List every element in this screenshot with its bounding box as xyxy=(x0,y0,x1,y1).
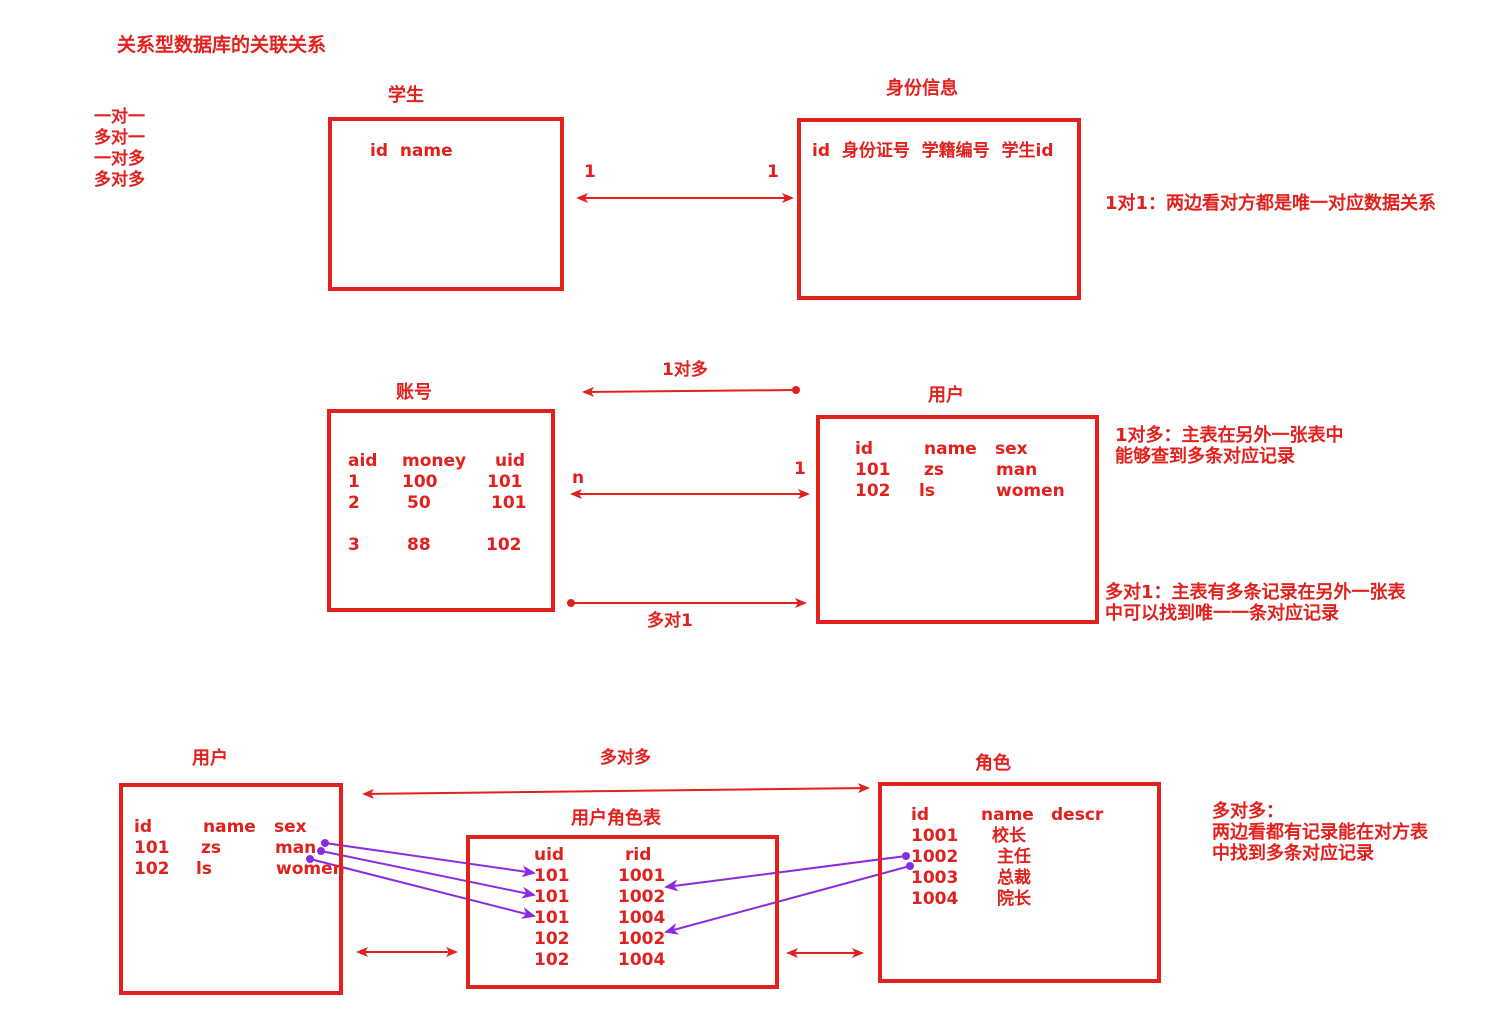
role-cell: 1002 xyxy=(911,847,959,867)
identity-table xyxy=(797,118,1081,300)
one-cardinality: 1 xyxy=(794,459,806,479)
one-to-one-right-cardinality: 1 xyxy=(767,162,779,182)
role-cell: 总裁 xyxy=(997,868,1031,888)
user-cell: 101 xyxy=(855,460,891,480)
account-cell: 101 xyxy=(487,472,523,492)
account-cell: 2 xyxy=(348,493,360,513)
type-one-to-one: 一对一 xyxy=(94,107,145,127)
user-role-header-rid: rid xyxy=(625,845,652,865)
mm-user-cell: man xyxy=(275,838,317,858)
student-table-fields: id name xyxy=(370,141,453,161)
one-to-many-label: 1对多 xyxy=(662,360,708,380)
account-cell: 101 xyxy=(491,493,527,513)
type-one-to-many: 一对多 xyxy=(94,149,145,169)
mm-user-cell: women xyxy=(276,859,345,879)
user-cell: man xyxy=(996,460,1038,480)
mm-user-cell: zs xyxy=(201,838,222,858)
n-cardinality: n xyxy=(572,468,585,488)
role-header-descr: descr xyxy=(1051,805,1104,825)
many-to-many-note-line-3: 中找到多条对应记录 xyxy=(1212,843,1374,864)
role-header-id: id xyxy=(911,805,929,825)
account-cell: 3 xyxy=(348,535,360,555)
account-cell: 1 xyxy=(348,472,360,492)
many-to-many-note-line-1: 多对多： xyxy=(1212,801,1284,822)
user-role-cell: 1004 xyxy=(618,950,666,970)
user-role-header-uid: uid xyxy=(534,845,565,865)
role-cell: 1001 xyxy=(911,826,959,846)
many-to-many-arrow xyxy=(362,783,870,799)
many-to-one-note-line-1: 多对1：主表有多条记录在另外一张表 xyxy=(1105,582,1406,603)
one-to-one-note: 1对1：两边看对方都是唯一对应数据关系 xyxy=(1105,193,1437,214)
role-cell: 校长 xyxy=(992,826,1026,846)
mm-user-cell: 101 xyxy=(134,838,170,858)
role-cell: 1003 xyxy=(911,868,959,888)
one-to-many-note-line-2: 能够查到多条对应记录 xyxy=(1115,446,1295,467)
account-table xyxy=(327,409,555,612)
user-table-title: 用户 xyxy=(928,385,964,406)
user-role-cell: 101 xyxy=(534,908,570,928)
role-cell: 院长 xyxy=(997,889,1031,909)
user-role-cell: 1004 xyxy=(618,908,666,928)
account-header-aid: aid xyxy=(348,451,378,471)
user-header-sex: sex xyxy=(995,439,1028,459)
account-header-uid: uid xyxy=(495,451,526,471)
user-role-cell: 1002 xyxy=(618,887,666,907)
type-many-to-many: 多对多 xyxy=(94,170,145,190)
user-to-join-links xyxy=(306,839,536,919)
user-role-cell: 101 xyxy=(534,866,570,886)
mm-user-header-name: name xyxy=(203,817,256,837)
role-to-join-links xyxy=(664,852,914,935)
role-header-name: name xyxy=(981,805,1034,825)
account-cell: 102 xyxy=(486,535,522,555)
user-role-cell: 102 xyxy=(534,929,570,949)
mm-user-table xyxy=(119,783,343,995)
role-cell: 1004 xyxy=(911,889,959,909)
user-header-name: name xyxy=(924,439,977,459)
one-to-many-arrow xyxy=(582,386,797,397)
user-header-id: id xyxy=(855,439,873,459)
many-to-many-note-line-2: 两边看都有记录能在对方表 xyxy=(1212,822,1428,843)
type-many-to-one: 多对一 xyxy=(94,128,145,148)
user-role-cell: 102 xyxy=(534,950,570,970)
identity-table-fields: id 身份证号 学籍编号 学生id xyxy=(812,141,1054,161)
identity-table-title: 身份信息 xyxy=(886,78,958,99)
many-to-one-label: 多对1 xyxy=(647,611,693,631)
mm-user-cell: 102 xyxy=(134,859,170,879)
account-cell: 88 xyxy=(407,535,431,555)
account-header-money: money xyxy=(402,451,467,471)
one-to-many-arrow-dot xyxy=(792,386,800,394)
user-cell: women xyxy=(996,481,1065,501)
role-table-title: 角色 xyxy=(975,753,1011,774)
user-cell: zs xyxy=(924,460,945,480)
many-to-one-note-line-2: 中可以找到唯一一条对应记录 xyxy=(1105,603,1339,624)
mm-user-header-sex: sex xyxy=(274,817,307,837)
user-role-table-title: 用户角色表 xyxy=(571,808,661,829)
user-role-cell: 1002 xyxy=(618,929,666,949)
many-to-one-arrow-dot xyxy=(567,599,575,607)
user-cell: 102 xyxy=(855,481,891,501)
student-table xyxy=(328,117,564,291)
user-cell: ls xyxy=(919,481,935,501)
mm-user-table-title: 用户 xyxy=(192,748,228,769)
role-cell: 主任 xyxy=(997,847,1031,867)
student-table-title: 学生 xyxy=(388,85,424,106)
user-role-cell: 1001 xyxy=(618,866,666,886)
user-role-table xyxy=(466,835,779,989)
one-to-one-left-cardinality: 1 xyxy=(584,162,596,182)
one-to-many-note-line-1: 1对多：主表在另外一张表中 xyxy=(1115,425,1344,446)
role-table xyxy=(878,782,1161,983)
mm-user-header-id: id xyxy=(134,817,152,837)
account-cell: 50 xyxy=(407,493,431,513)
account-table-title: 账号 xyxy=(396,382,432,403)
many-to-many-label: 多对多 xyxy=(600,748,651,768)
user-table xyxy=(816,415,1099,624)
user-role-cell: 101 xyxy=(534,887,570,907)
account-cell: 100 xyxy=(402,472,438,492)
mm-user-cell: ls xyxy=(196,859,212,879)
diagram-title: 关系型数据库的关联关系 xyxy=(117,34,327,56)
